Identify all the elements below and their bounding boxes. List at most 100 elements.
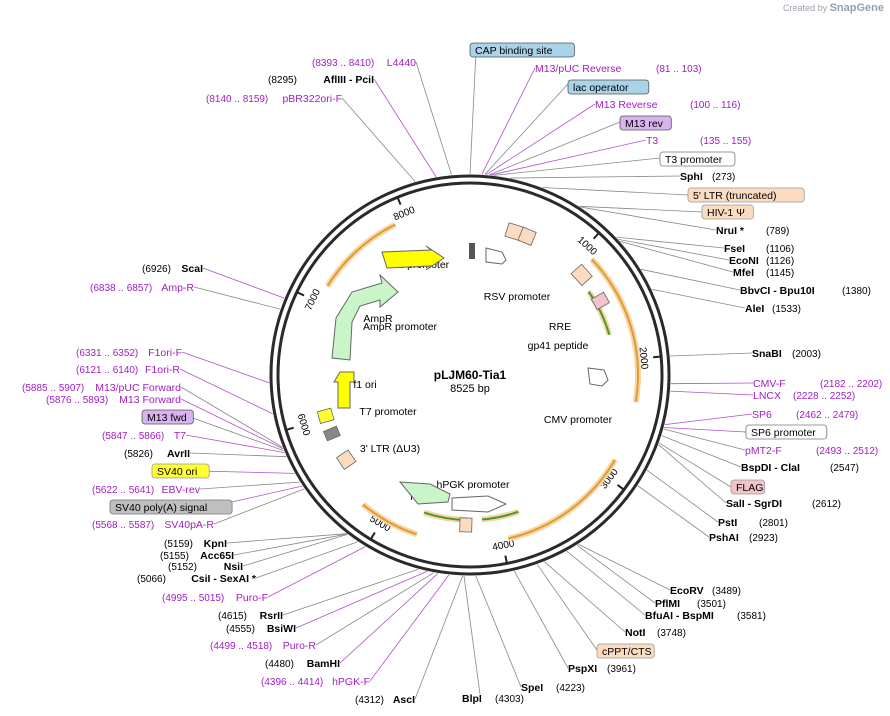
hpgk-arrow [451,495,508,513]
label-psti[interactable]: PstI (2801) [718,517,788,529]
label-f1ori-f[interactable]: F1ori-F(6331 .. 6352) [76,347,182,359]
feature-box-cppt-cts[interactable]: cPPT/CTS [596,643,655,659]
feature-box-text: M13 fwd [147,412,187,424]
plasmid-name: pLJM60-Tia1 [434,368,507,382]
label-bamhi[interactable]: BamHI(4480) [265,658,340,670]
feature-box-text: SP6 promoter [751,427,816,439]
feature-box-hiv-1[interactable]: HIV-1 Ψ [701,204,754,220]
feature-box-t3-promoter[interactable]: T3 promoter [659,151,736,167]
label-scai[interactable]: ScaI(6926) [142,263,203,275]
connector-13 [620,241,734,273]
label-pshai[interactable]: PshAI(2923) [709,532,778,544]
label-alei[interactable]: AleI(1533) [745,303,801,315]
inner-label-rsv-promoter: RSV promoter [484,291,551,303]
label-bspdi-clai[interactable]: BspDI - ClaI(2547) [741,462,859,474]
gp41-block [590,291,611,311]
label-m13-forward[interactable]: M13 Forward(5876 .. 5893) [46,394,181,406]
label-range: (2612) [812,499,841,510]
label-pbr322ori-f[interactable]: pBR322ori-F(8140 .. 8159) [206,93,342,105]
label-l4440[interactable]: L4440(8393 .. 8410) [312,57,416,69]
label-rsrii[interactable]: RsrII(4615) [218,610,283,622]
label-hpgk-f[interactable]: hPGK-F(4396 .. 4414) [261,676,370,688]
label-acc65i[interactable]: Acc65I(5155) [160,550,234,562]
label-range: (2493 .. 2512) [816,446,878,457]
label-range: (5876 .. 5893) [46,395,108,406]
label-name: hPGK-F [332,676,370,688]
label-name: PstI [718,517,737,529]
label-ebv-rev[interactable]: EBV-rev(5622 .. 5641) [92,484,201,496]
label-nsii[interactable]: NsiI(5152) [168,561,243,573]
label-puro-r[interactable]: Puro-R(4499 .. 4518) [210,640,316,652]
label-range: (4615) [218,611,247,622]
label-range: (5155) [160,551,189,562]
tick-7000 [296,291,305,297]
label-bsiwi[interactable]: BsiWI(4555) [226,623,296,635]
label-t7[interactable]: T7(5847 .. 5866) [102,430,186,442]
label-avrii[interactable]: AvrII(5826) [124,448,190,460]
label-afliii-pcii[interactable]: AflIII - PciI(8295) [268,74,374,86]
label-spei[interactable]: SpeI(4223) [521,682,585,694]
label-ecorv[interactable]: EcoRV(3489) [670,585,741,597]
label-blpi[interactable]: BlpI(4303) [462,693,524,705]
label-sphi[interactable]: SphI(273) [680,171,735,183]
connector-34 [463,575,481,695]
label-range: (2801) [759,518,788,529]
connector-43 [242,533,348,567]
feature-box-text: SV40 poly(A) signal [115,502,207,514]
label-m13-puc-reverse[interactable]: M13/pUC Reverse(81 .. 103) [535,63,702,75]
feature-box-5-ltr-truncated[interactable]: 5' LTR (truncated) [687,187,805,203]
label-f1ori-r[interactable]: F1ori-R(6121 .. 6140) [76,364,180,376]
label-nrui[interactable]: NruI *(789) [716,225,789,237]
label-noti[interactable]: NotI(3748) [625,627,686,639]
label-sv40pa-r[interactable]: SV40pA-R(5568 .. 5587) [92,519,214,531]
label-asci[interactable]: AscI(4312) [355,694,415,706]
label-bfuai-bspmi[interactable]: BfuAI - BspMI(3581) [645,610,766,622]
label-cmv-f[interactable]: CMV-F(2182 .. 2202) [753,378,882,390]
label-pmt2-f[interactable]: pMT2-F(2493 .. 2512) [745,445,878,457]
label-kpni[interactable]: KpnI(5159) [164,538,227,550]
label-puro-f[interactable]: Puro-F(4995 .. 5015) [162,592,268,604]
label-fsei[interactable]: FseI(1106) [724,243,794,255]
label-name: SV40pA-R [164,519,214,531]
label-name: M13/pUC Forward [95,382,181,394]
label-m13-reverse[interactable]: M13 Reverse(100 .. 116) [595,99,740,111]
label-sp6[interactable]: SP6(2462 .. 2479) [752,409,858,421]
label-sali-sgrdi[interactable]: SalI - SgrDI(2612) [726,498,841,510]
ltr-block [335,449,357,470]
label-range: (2182 .. 2202) [820,379,882,390]
ampr-arrow [331,273,399,361]
label-bbvci-bpu10i[interactable]: BbvCI - Bpu10I(1380) [740,285,871,297]
label-econi[interactable]: EcoNI(1126) [729,255,794,267]
feature-box-sp6-promoter[interactable]: SP6 promoter [745,424,828,440]
label-pspxi[interactable]: PspXI(3961) [568,663,636,675]
connector-48 [199,481,300,490]
connector-46 [213,488,305,525]
connector-57 [193,286,281,310]
label-csii-sexai[interactable]: CsiI - SexAI *(5066) [137,573,257,585]
connector-8 [542,187,689,196]
label-name: SpeI [521,682,543,694]
orf-arc-4 [326,223,396,287]
label-pflmi[interactable]: PflMI(3501) [655,598,726,610]
label-m13-puc-forward[interactable]: M13/pUC Forward(5885 .. 5907) [22,382,181,394]
label-name: AleI [745,303,764,315]
connector-51 [185,434,285,453]
label-amp-r[interactable]: Amp-R(6838 .. 6857) [90,282,194,294]
feature-box-m13-fwd[interactable]: M13 fwd [141,409,194,425]
feature-box-lac-operator[interactable]: lac operator [567,79,650,95]
inner-label-gp41-peptide: gp41 peptide [528,340,589,352]
connector-11 [616,236,725,249]
f1-ori-arrow [333,371,355,409]
feature-box-m13-rev[interactable]: M13 rev [619,115,672,131]
label-t3[interactable]: T3(135 .. 155) [646,135,751,147]
feature-box-cap-binding-site[interactable]: CAP binding site [469,42,575,58]
feature-box-flag[interactable]: FLAG [730,479,765,495]
feature-box-sv40-ori[interactable]: SV40 ori [151,463,210,479]
feature-labels: M13/pUC Reverse(81 .. 103) M13 Reverse(10… [22,42,882,706]
label-range: (3961) [607,664,636,675]
feature-box-sv40-poly-a-signal[interactable]: SV40 poly(A) signal [109,499,233,515]
label-mfei[interactable]: MfeI(1145) [733,267,794,279]
label-lncx[interactable]: LNCX(2228 .. 2252) [753,390,855,402]
label-snabi[interactable]: SnaBI(2003) [752,348,821,360]
label-name: NruI * [716,225,745,237]
